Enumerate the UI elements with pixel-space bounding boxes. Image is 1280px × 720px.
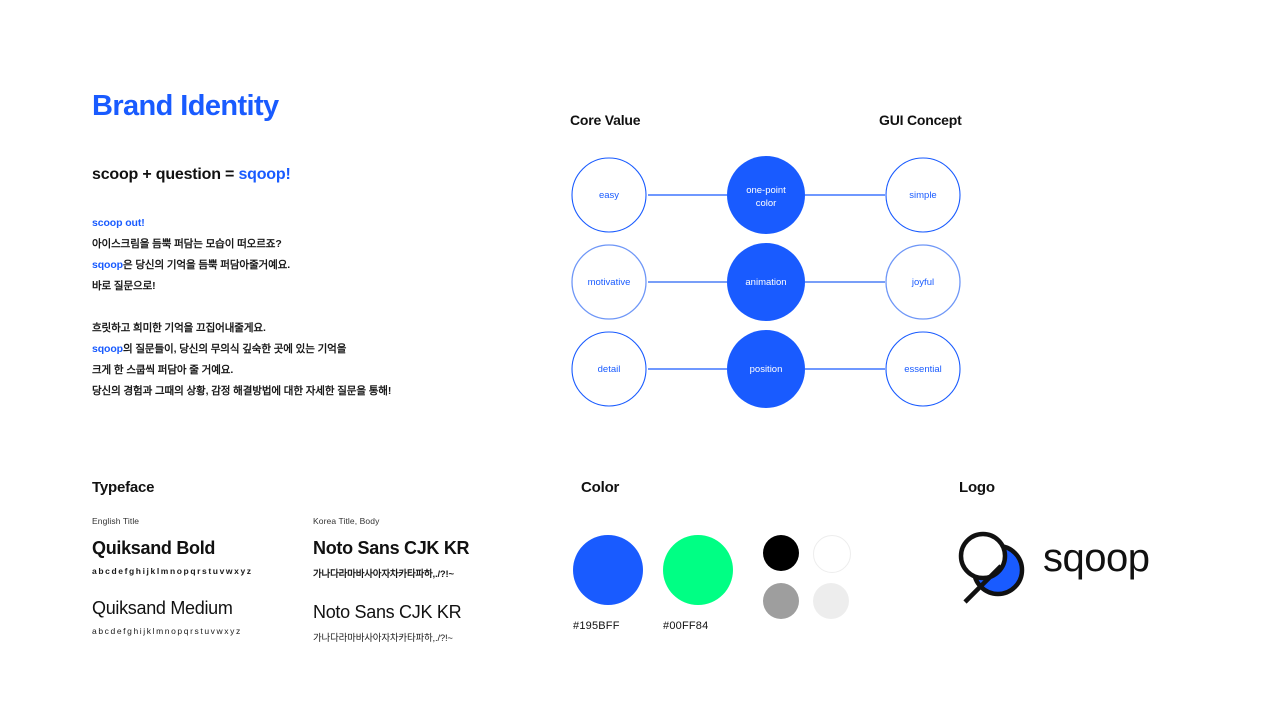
typeface-column-english: English Title Quiksand Bold abcdefghijkl…	[92, 516, 322, 636]
swatch-primary-blue[interactable]	[573, 535, 643, 605]
section-heading-typeface: Typeface	[92, 479, 155, 496]
node-motivative[interactable]	[571, 244, 647, 320]
typeface-column-korean: Korea Title, Body Noto Sans CJK KR 가나다라마…	[313, 516, 543, 644]
node-one-point-color-label-line1: one-point	[746, 185, 786, 196]
node-animation[interactable]	[727, 243, 805, 321]
brand-equation: scoop + question = sqoop!	[92, 166, 291, 184]
node-one-point-color-label-line2: color	[756, 198, 777, 209]
typeface-name-noto-regular: Noto Sans CJK KR	[313, 602, 462, 622]
copy-line-1: 아이스크림을 듬뿍 퍼담는 모습이 떠오르죠?	[92, 238, 282, 250]
node-one-point-color[interactable]	[727, 156, 805, 234]
page-title: Brand Identity	[92, 90, 279, 122]
diagram-svg: easy one-point color simple motivative a…	[571, 156, 961, 408]
typeface-name-quiksand-bold: Quiksand Bold	[92, 538, 216, 558]
swatch-neutral-light-gray[interactable]	[813, 583, 849, 619]
copy-heading: scoop out!	[92, 217, 145, 229]
section-heading-color: Color	[581, 479, 620, 496]
swatch-neutral-black[interactable]	[763, 535, 799, 571]
node-easy-label: easy	[599, 190, 619, 201]
node-position-label: position	[750, 364, 783, 375]
core-value-gui-diagram: Core Value GUI Concept easy one-point co…	[560, 112, 980, 412]
copy-line-3: 바로 질문으로!	[92, 280, 156, 292]
copy-spacer	[92, 297, 512, 318]
node-detail[interactable]	[571, 331, 647, 407]
typeface-spacer-korean	[313, 580, 543, 602]
node-joyful[interactable]	[885, 244, 961, 320]
sqoop-mark-icon	[958, 531, 1025, 604]
equation-left: scoop + question =	[92, 166, 239, 183]
logo-lockup: sqoop	[955, 528, 1195, 618]
swatch-neutral-white[interactable]	[813, 535, 851, 573]
swatch-secondary-green[interactable]	[663, 535, 733, 605]
copy-line-2: sqoop은 당신의 기억을 듬뿍 퍼담아줄거예요.	[92, 255, 512, 276]
node-simple-label: simple	[909, 190, 936, 201]
node-essential-label: essential	[904, 364, 942, 375]
node-joyful-label: joyful	[911, 277, 934, 288]
section-heading-logo: Logo	[959, 479, 995, 496]
copy-line-5-brand: sqoop	[92, 343, 123, 355]
typeface-caption-english: English Title	[92, 516, 140, 526]
node-simple[interactable]	[885, 157, 961, 233]
diagram-heading-gui-concept: GUI Concept	[879, 112, 962, 128]
typeface-name-noto-bold: Noto Sans CJK KR	[313, 538, 470, 558]
copy-line-6: 크게 한 스쿱씩 퍼담아 줄 거예요.	[92, 364, 234, 376]
node-easy[interactable]	[571, 157, 647, 233]
copy-line-7: 당신의 경험과 그때의 상황, 감정 해결방법에 대한 자세한 질문을 통해!	[92, 385, 392, 397]
typeface-alphabet-noto-bold: 가나다라마바사아자차카타파하,./?!~	[313, 569, 454, 580]
swatch-label-secondary-green: #00FF84	[663, 620, 709, 632]
typeface-alphabet-quiksand-medium: abcdefghijklmnopqrstuvwxyz	[92, 626, 242, 636]
typeface-alphabet-quiksand-bold: abcdefghijklmnopqrstuvwxyz	[92, 566, 253, 576]
node-essential[interactable]	[885, 331, 961, 407]
logo-wordmark: sqoop	[1043, 536, 1150, 580]
copy-line-2-rest: 은 당신의 기억을 듬뿍 퍼담아줄거예요.	[123, 259, 291, 271]
typeface-alphabet-noto-regular: 가나다라마바사아자차카타파하,./?!~	[313, 633, 453, 644]
typeface-spacer-english	[92, 576, 322, 598]
swatch-label-primary-blue: #195BFF	[573, 620, 620, 632]
typeface-name-quiksand-medium: Quiksand Medium	[92, 598, 233, 618]
node-position[interactable]	[727, 330, 805, 408]
copy-line-4: 흐릿하고 희미한 기억을 끄집어내줄게요.	[92, 322, 266, 334]
color-palette: #195BFF #00FF84	[573, 535, 873, 645]
copy-line-5-rest: 의 질문들이, 당신의 무의식 깊숙한 곳에 있는 기억을	[123, 343, 347, 355]
equation-brand: sqoop!	[238, 166, 291, 183]
node-motivative-label: motivative	[588, 277, 631, 288]
typeface-caption-korean: Korea Title, Body	[313, 516, 380, 526]
copy-line-5: sqoop의 질문들이, 당신의 무의식 깊숙한 곳에 있는 기억을	[92, 339, 512, 360]
copy-line-2-brand: sqoop	[92, 259, 123, 271]
swatch-neutral-gray[interactable]	[763, 583, 799, 619]
node-animation-label: animation	[745, 277, 786, 288]
diagram-heading-core-value: Core Value	[570, 112, 641, 128]
node-detail-label: detail	[598, 364, 621, 375]
brand-copy-block: scoop out! 아이스크림을 듬뿍 퍼담는 모습이 떠오르죠? sqoop…	[92, 213, 512, 402]
